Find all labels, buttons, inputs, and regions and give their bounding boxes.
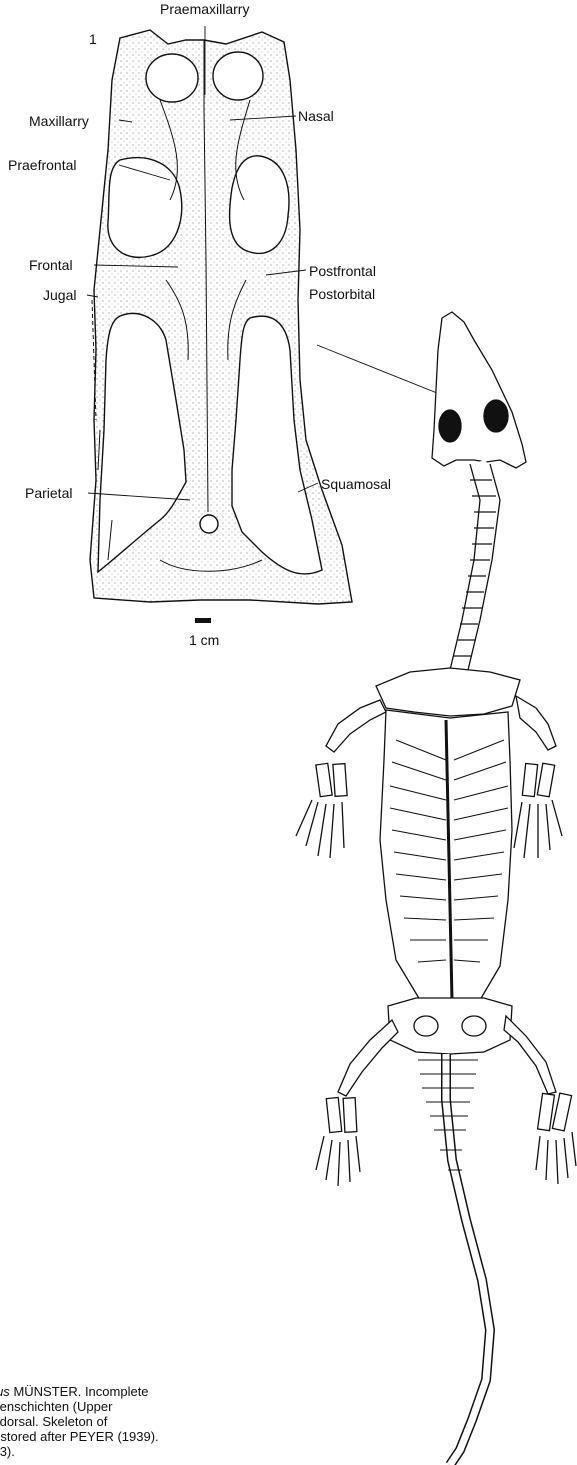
left-femur [338,1020,398,1096]
right-femur [504,1016,556,1094]
left-hindfoot [316,1136,360,1186]
right-forefoot [514,800,562,858]
right-hindfoot [536,1132,576,1184]
label-praefrontal: Praefrontal [8,157,76,173]
caption-line5: 2003). [0,1444,300,1459]
scale-bar-label: 1 cm [189,632,219,648]
label-squamosal: Squamosal [321,476,391,492]
label-jugal: Jugal [43,287,76,303]
pelvic-girdle [388,998,512,1054]
caption-author: MÜNSTER [13,1384,77,1399]
left-humerus [326,700,386,752]
label-postorbital: Postorbital [309,286,375,302]
pectoral-girdle [376,668,520,716]
skeleton-left-orbit [439,410,461,442]
caption-line4b: (1939). [114,1429,159,1444]
pineal-foramen [200,515,218,533]
right-temporal-opening [232,316,322,574]
label-parietal: Parietal [25,485,72,501]
left-naris [146,54,198,102]
caption-italic: nteus [0,1384,10,1399]
label-maxillarry: Maxillarry [29,113,89,129]
label-nasal: Nasal [298,108,334,124]
scale-bar [195,618,211,623]
caption-line1-rest: . Incomplete [78,1384,149,1399]
right-naris [213,52,263,100]
skeleton-skull [432,312,526,468]
caption-line4a: d restored after [0,1429,70,1444]
caption-line2: ratitenschichten (Upper [0,1399,300,1414]
label-praemaxillarry: Praemaxillarry [160,1,249,17]
right-humerus [516,696,556,750]
label-postfrontal: Postfrontal [309,263,376,279]
label-frontal: Frontal [29,257,73,273]
skeleton-right-orbit [484,400,508,432]
neck-vertebrae [450,462,500,670]
left-forefoot [296,800,344,858]
right-orbit [230,156,289,254]
tail-vertebrae [418,1054,490,1465]
caption-line3: 05, dorsal. Skeleton of [0,1414,300,1429]
caption-peyer: PEYER [70,1429,114,1444]
figure-caption: nteus MÜNSTER. Incomplete ratitenschicht… [0,1384,300,1459]
figure-number: 1 [89,31,97,47]
